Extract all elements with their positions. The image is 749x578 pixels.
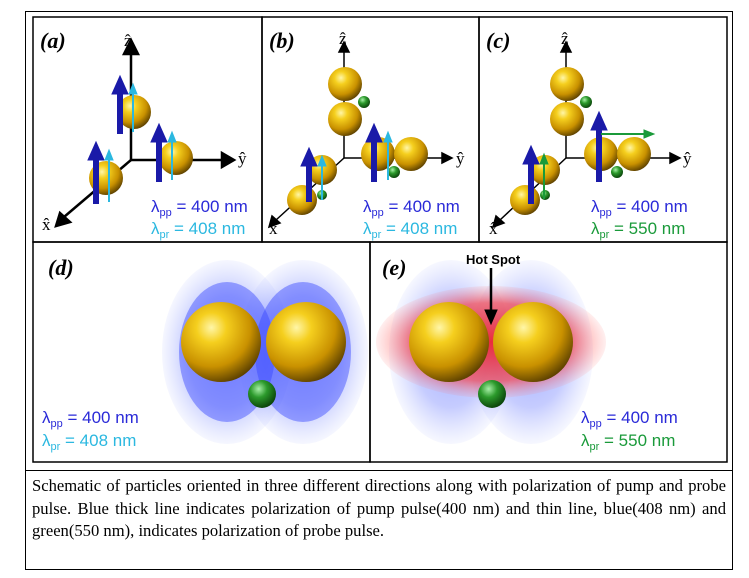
panel-c-y-axis-label: ŷ bbox=[683, 149, 692, 168]
panel-e-border bbox=[369, 241, 728, 463]
panel-b: (b) ẑ ŷ x̂ bbox=[267, 28, 465, 241]
figure-caption: Schematic of particles oriented in three… bbox=[32, 476, 726, 540]
panel-d: (d) λpp = 400 nm λpr = 408 nm bbox=[42, 255, 368, 453]
panel-c-probe-label: λpr = 550 nm bbox=[591, 219, 685, 241]
gold-nanoparticle bbox=[617, 137, 651, 171]
figure-frame: (a) ẑ ŷ x̂ bbox=[25, 11, 733, 570]
gold-nanoparticle bbox=[550, 67, 584, 101]
panel-c-letter: (c) bbox=[486, 28, 510, 53]
gold-nanoparticle bbox=[550, 102, 584, 136]
caption-box: Schematic of particles oriented in three… bbox=[26, 470, 732, 569]
gold-nanoparticle bbox=[493, 302, 573, 382]
green-nanoparticle bbox=[611, 166, 623, 178]
gold-nanoparticle bbox=[328, 102, 362, 136]
panel-d-probe-label: λpr = 408 nm bbox=[42, 431, 136, 453]
gold-nanoparticle bbox=[287, 185, 317, 215]
gold-nanoparticle bbox=[394, 137, 428, 171]
panel-e-probe-label: λpr = 550 nm bbox=[581, 431, 675, 453]
panel-a-z-axis-label: ẑ bbox=[124, 31, 132, 50]
panel-d-letter: (d) bbox=[48, 255, 74, 280]
green-nanoparticle bbox=[478, 380, 506, 408]
panel-a-x-axis-label: x̂ bbox=[42, 215, 51, 234]
panel-b-z-axis-label: ẑ bbox=[339, 29, 347, 48]
panel-e: (e) Hot Spot λpp = 400 nm λpr = 550 nm bbox=[376, 252, 678, 453]
panel-b-y-axis-label: ŷ bbox=[456, 149, 465, 168]
green-nanoparticle bbox=[358, 96, 370, 108]
panel-a-y-axis-label: ŷ bbox=[238, 149, 247, 168]
panel-borders bbox=[32, 16, 728, 463]
green-nanoparticle bbox=[388, 166, 400, 178]
panel-b-letter: (b) bbox=[269, 28, 295, 53]
green-nanoparticle bbox=[248, 380, 276, 408]
gold-nanoparticle bbox=[409, 302, 489, 382]
panel-a-probe-label: λpr = 408 nm bbox=[151, 219, 245, 241]
panel-c-z-axis-label: ẑ bbox=[561, 29, 569, 48]
panel-e-pump-label: λpp = 400 nm bbox=[581, 408, 678, 430]
panel-b-pump-label: λpp = 400 nm bbox=[363, 197, 460, 219]
gold-nanoparticle bbox=[266, 302, 346, 382]
gold-nanoparticle bbox=[181, 302, 261, 382]
gold-nanoparticle bbox=[361, 137, 395, 171]
panel-a-letter: (a) bbox=[40, 28, 66, 53]
green-nanoparticle bbox=[580, 96, 592, 108]
panel-b-probe-label: λpr = 408 nm bbox=[363, 219, 457, 241]
panel-e-letter: (e) bbox=[382, 255, 406, 280]
panel-c-x-axis-label: x̂ bbox=[489, 219, 498, 238]
gold-nanoparticle bbox=[159, 141, 193, 175]
gold-nanoparticle bbox=[510, 185, 540, 215]
panel-a: (a) ẑ ŷ x̂ bbox=[40, 28, 248, 241]
panel-c-pump-label: λpp = 400 nm bbox=[591, 197, 688, 219]
figure: (a) ẑ ŷ x̂ bbox=[26, 12, 732, 470]
hot-spot-label: Hot Spot bbox=[466, 252, 521, 267]
gold-nanoparticle bbox=[328, 67, 362, 101]
panel-d-pump-label: λpp = 400 nm bbox=[42, 408, 139, 430]
panel-b-x-axis-label: x̂ bbox=[269, 219, 278, 238]
panel-a-pump-label: λpp = 400 nm bbox=[151, 197, 248, 219]
panel-c: (c) ẑ ŷ x̂ bbox=[486, 28, 692, 241]
